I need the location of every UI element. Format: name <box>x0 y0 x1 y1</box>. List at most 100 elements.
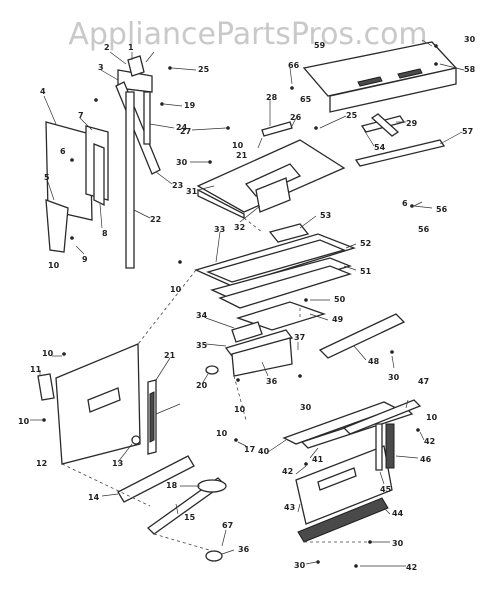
callout-32: 32 <box>234 223 245 232</box>
callout-51: 51 <box>360 267 372 276</box>
rail-47[interactable] <box>342 399 422 435</box>
bracket-34[interactable] <box>231 321 263 343</box>
bracket-5[interactable] <box>45 199 69 253</box>
callout-48: 48 <box>368 357 380 366</box>
screw <box>290 86 294 90</box>
callout-52: 52 <box>360 239 371 248</box>
clip-2[interactable] <box>127 55 145 77</box>
spacer-46[interactable] <box>385 423 395 469</box>
screw <box>94 98 98 102</box>
plate-50[interactable] <box>218 265 352 309</box>
screw <box>304 298 308 302</box>
assembly-line <box>153 533 217 553</box>
callout-65: 65 <box>300 95 312 104</box>
callout-10: 10 <box>48 261 60 270</box>
screw <box>226 126 230 130</box>
callout-15: 15 <box>184 513 196 522</box>
callout-57: 57 <box>462 127 473 136</box>
callout-42: 42 <box>406 563 417 572</box>
callout-26: 26 <box>290 113 302 122</box>
callout-6: 6 <box>60 147 66 156</box>
side-panel-4[interactable] <box>45 121 93 221</box>
knob-20[interactable] <box>205 365 219 375</box>
callout-42: 42 <box>282 467 293 476</box>
callout-24: 24 <box>176 123 188 132</box>
rod-57[interactable] <box>354 139 446 167</box>
callout-5: 5 <box>44 173 50 182</box>
callout-9: 9 <box>82 255 88 264</box>
callout-12: 12 <box>36 459 47 468</box>
callout-40: 40 <box>258 447 270 456</box>
callout-49: 49 <box>332 315 344 324</box>
callout-13: 13 <box>112 459 123 468</box>
screw <box>62 352 66 356</box>
screw <box>70 236 74 240</box>
strip-16[interactable] <box>149 391 155 443</box>
callout-59: 59 <box>314 41 326 50</box>
plate-53[interactable] <box>268 223 310 243</box>
callout-11: 11 <box>30 365 42 374</box>
top-panel-slot <box>357 76 383 87</box>
screw <box>178 260 182 264</box>
vent-44[interactable] <box>297 497 389 543</box>
callout-17: 17 <box>244 445 255 454</box>
rail-48[interactable] <box>318 313 406 359</box>
callout-6: 6 <box>402 199 408 208</box>
callout-10: 10 <box>42 349 54 358</box>
panel-36[interactable] <box>231 337 293 377</box>
callout-29: 29 <box>406 119 418 128</box>
screw <box>354 564 358 568</box>
leader-lines <box>30 39 465 567</box>
callout-18: 18 <box>166 481 178 490</box>
callout-labels: 3 2 1 25 19 24 23 22 4 7 6 8 9 5 10 27 3… <box>18 35 476 572</box>
callout-10: 10 <box>216 429 228 438</box>
callout-10: 10 <box>426 413 438 422</box>
top-panel-slot <box>397 68 423 79</box>
screw <box>234 438 238 442</box>
callout-14: 14 <box>88 493 100 502</box>
panel-cutout <box>87 387 121 413</box>
bracket-18[interactable] <box>197 479 227 493</box>
callout-36: 36 <box>238 545 250 554</box>
callout-3: 3 <box>98 63 104 72</box>
callout-23: 23 <box>172 181 183 190</box>
screw <box>42 418 46 422</box>
bar-26[interactable] <box>261 121 293 137</box>
callout-66: 66 <box>288 61 300 70</box>
channel-14[interactable] <box>117 455 195 503</box>
callout-7: 7 <box>78 111 84 120</box>
vent-32[interactable] <box>255 177 291 213</box>
bracket-49[interactable] <box>235 301 327 331</box>
spacer-45[interactable] <box>375 423 383 471</box>
callout-47: 47 <box>418 377 429 386</box>
callout-10: 10 <box>170 285 182 294</box>
bar-29[interactable] <box>370 113 400 137</box>
screw <box>298 374 302 378</box>
strip-8[interactable] <box>93 143 105 207</box>
callout-28: 28 <box>266 93 278 102</box>
callout-30: 30 <box>388 373 400 382</box>
foot-67[interactable] <box>205 550 223 562</box>
callout-10: 10 <box>18 417 30 426</box>
callout-46: 46 <box>420 455 432 464</box>
callout-43: 43 <box>284 503 295 512</box>
plate-52[interactable] <box>206 239 346 283</box>
screw <box>316 560 320 564</box>
callout-30: 30 <box>464 35 476 44</box>
callout-41: 41 <box>312 455 324 464</box>
glass-panel-43[interactable] <box>295 445 393 525</box>
vertical-rail-22[interactable] <box>125 91 135 269</box>
bracket-35[interactable] <box>224 329 294 357</box>
callout-25: 25 <box>198 65 210 74</box>
rail-24[interactable] <box>143 91 151 145</box>
top-panel-edge[interactable] <box>329 67 457 113</box>
screw <box>434 62 438 66</box>
screw-6 <box>70 158 74 162</box>
diagonal-brace-23[interactable] <box>115 81 161 175</box>
callout-53: 53 <box>320 211 331 220</box>
callout-34: 34 <box>196 311 208 320</box>
bracket-11[interactable] <box>37 373 55 401</box>
grommet-13[interactable] <box>131 435 141 445</box>
screw <box>410 204 414 208</box>
callout-27: 27 <box>180 127 191 136</box>
